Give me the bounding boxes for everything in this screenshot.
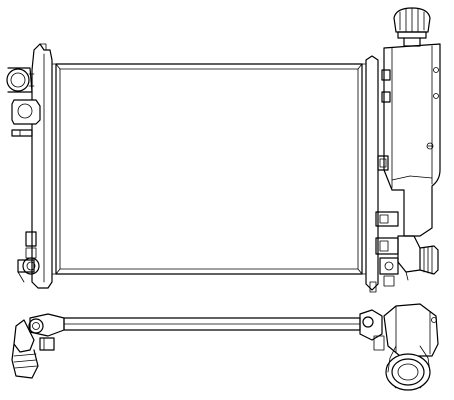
left-tank [31, 43, 57, 289]
inlet-neck [6, 67, 35, 93]
top-view-left-tank [11, 313, 65, 379]
front-view [6, 7, 441, 293]
right-tank [361, 55, 379, 293]
expansion-tank [377, 7, 441, 237]
top-view [11, 303, 439, 391]
radiator-core [55, 63, 363, 275]
top-view-right-tank [359, 303, 439, 357]
outlet-flange [11, 99, 41, 125]
top-view-core [63, 317, 361, 331]
lower-left-fittings [17, 231, 40, 283]
lower-outlet-hose [375, 211, 439, 287]
side-pin [11, 129, 33, 137]
top-view-cap [385, 345, 431, 391]
